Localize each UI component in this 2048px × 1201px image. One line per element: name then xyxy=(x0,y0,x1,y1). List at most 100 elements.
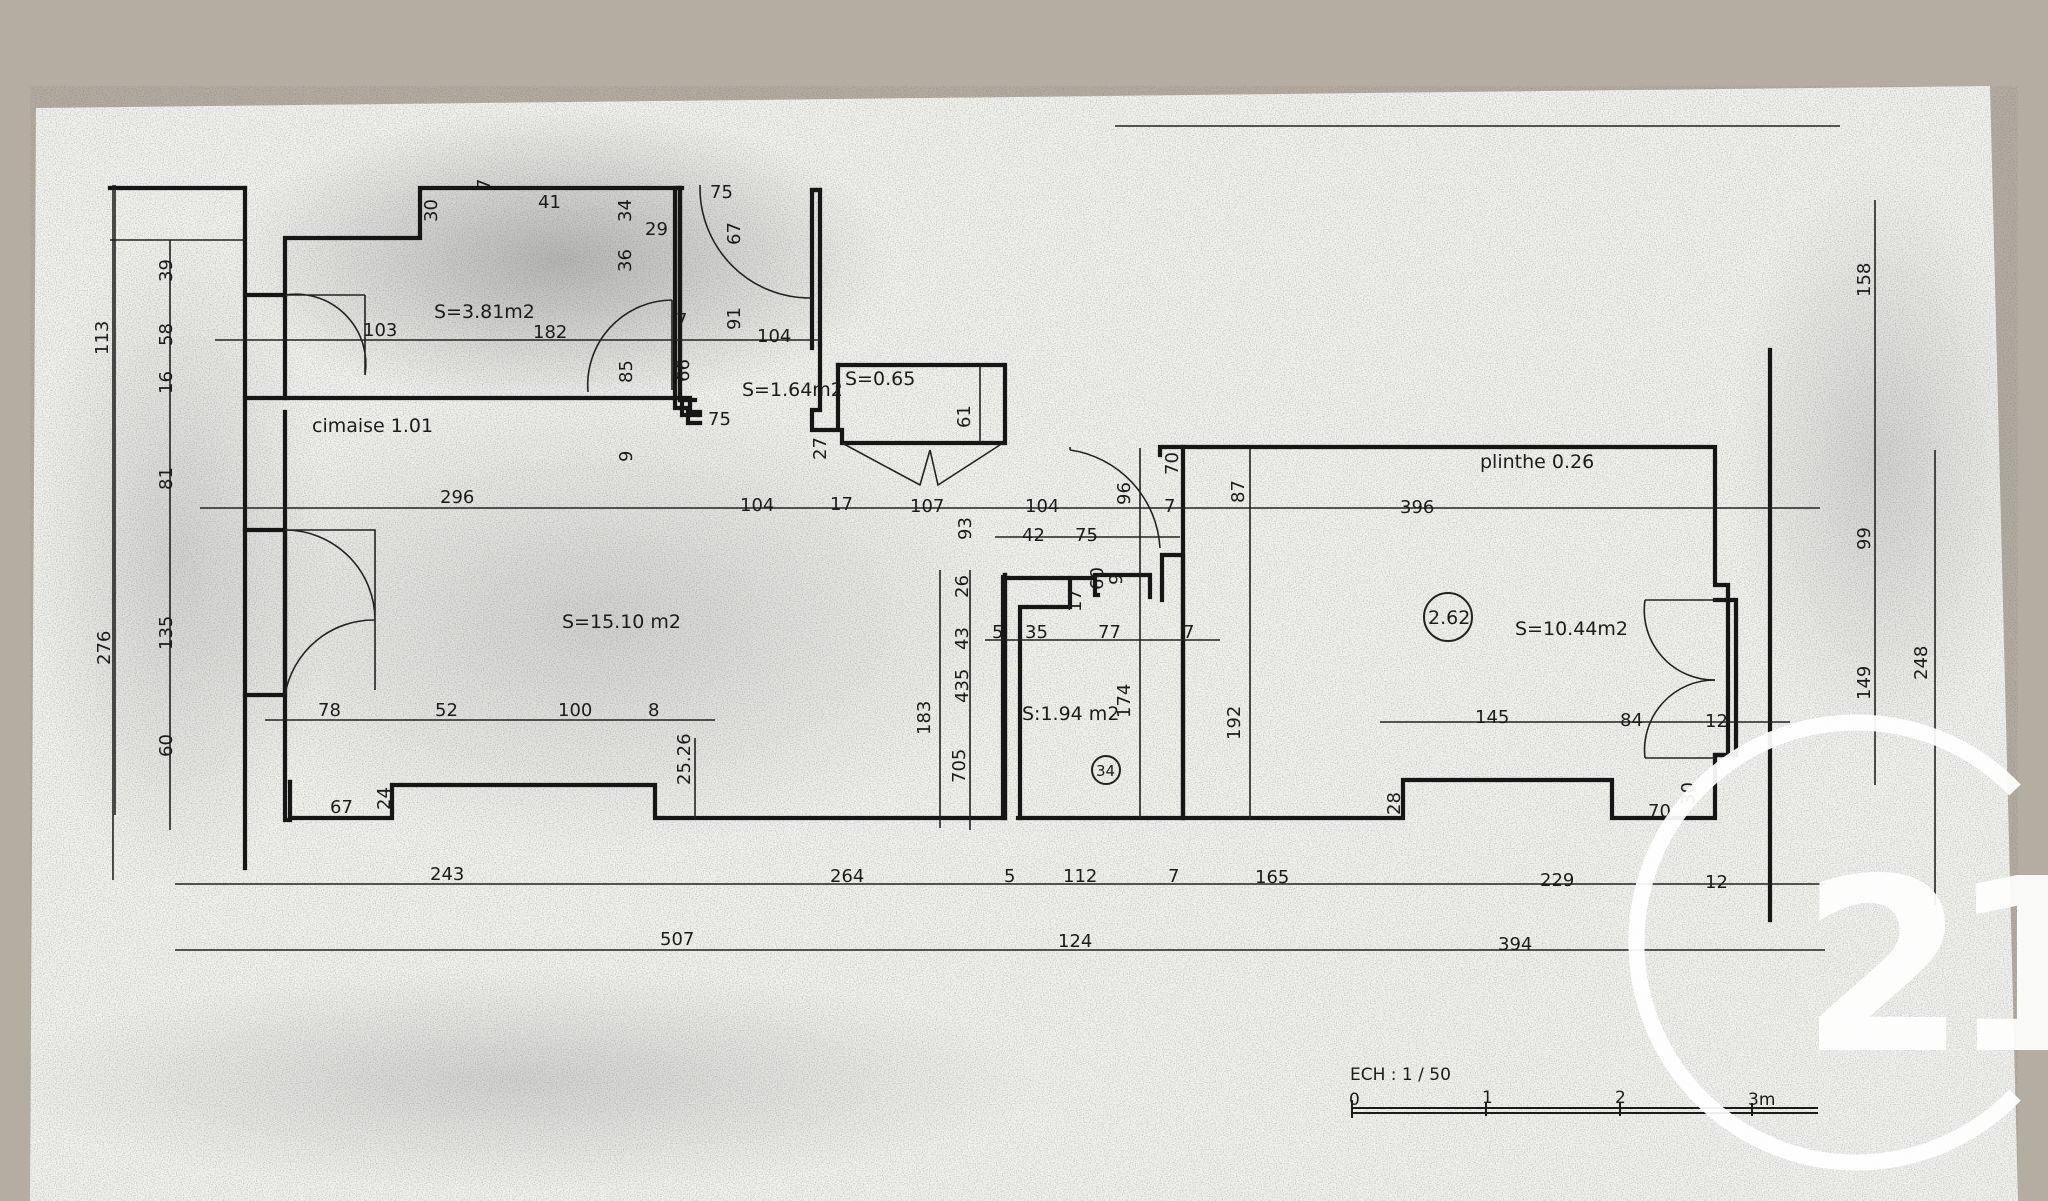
dim-label: 34 xyxy=(615,199,636,222)
photocopy-noise xyxy=(30,86,2018,1201)
door-swing-closet xyxy=(586,299,673,393)
dim-label: 77 xyxy=(1098,622,1121,643)
door-swing-main-left-1 xyxy=(284,529,376,690)
area-top-left-room: S=3.81m2 xyxy=(434,301,535,323)
dim-label: 100 xyxy=(558,700,592,721)
dim-label: 43 xyxy=(952,627,973,650)
dim-label: 192 xyxy=(1224,706,1245,740)
dim-label: 158 xyxy=(1854,263,1875,297)
dim-label: 70 xyxy=(1162,452,1183,475)
logo-text: 21 xyxy=(1800,827,2048,1107)
dim-label: 705 xyxy=(949,749,970,783)
door-swing-main-left-2 xyxy=(284,619,376,696)
right-room-top-left xyxy=(1157,444,1186,458)
dim-label: 26 xyxy=(952,575,973,598)
dim-label: 183 xyxy=(914,701,935,735)
century-21-logo-icon: 21 xyxy=(1628,714,2048,1171)
dim-label: 107 xyxy=(910,496,944,517)
corridor-wall xyxy=(677,185,703,418)
dim-label: 60 xyxy=(1087,567,1108,590)
dim-label: 276 xyxy=(94,631,115,665)
dim-label: 99 xyxy=(1854,527,1875,550)
dim-label: 507 xyxy=(660,929,694,950)
dim-label: 7 xyxy=(676,310,687,331)
door-swing-right-1 xyxy=(1643,599,1716,681)
dim-label: 16 xyxy=(156,371,177,394)
dim-label: 113 xyxy=(92,321,113,355)
dim-label: 145 xyxy=(1475,707,1509,728)
dim-label: 96 xyxy=(1114,482,1135,505)
corridor-right-wall xyxy=(809,187,823,348)
marker-right-text: 2.62 xyxy=(1428,607,1470,629)
scale-label: ECH : 1 / 50 xyxy=(1350,1065,1451,1085)
dim-label: 5 xyxy=(1004,866,1015,887)
dim-label: 243 xyxy=(430,864,464,885)
dim-label: 30 xyxy=(421,199,442,222)
dim-label: 93 xyxy=(955,517,976,540)
dim-label: 61 xyxy=(954,405,975,428)
dim-label: 9 xyxy=(1106,574,1127,585)
dimension-labels-vertical: 113 39 58 16 81 276 135 60 30 36 34 7 85… xyxy=(92,179,1932,815)
dim-label: 66 xyxy=(673,359,694,382)
dim-label: 182 xyxy=(533,322,567,343)
dim-label: 9 xyxy=(616,451,637,462)
logo-ring xyxy=(1628,714,2021,1171)
dim-label: 78 xyxy=(318,700,341,721)
door-cupboard-leaves xyxy=(841,442,1004,487)
dim-label: 165 xyxy=(1255,867,1289,888)
area-cupboard: S=0.65 xyxy=(845,368,915,390)
dim-label: 24 xyxy=(374,787,395,810)
note-cimaise: cimaise 1.01 xyxy=(312,415,433,437)
dim-label: 87 xyxy=(1228,480,1249,503)
dim-label: 17 xyxy=(830,494,853,515)
dim-label: 29 xyxy=(645,219,668,240)
door-swing-right-2 xyxy=(1643,679,1716,759)
door-swing-mid xyxy=(1069,447,1161,549)
dim-label: 229 xyxy=(1540,870,1574,891)
dim-label: 7 xyxy=(1183,622,1194,643)
scale-tick-0: 0 xyxy=(1349,1090,1360,1110)
dim-label: 149 xyxy=(1854,666,1875,700)
dim-label: 5 xyxy=(992,622,1003,643)
dimension-labels-horizontal: 103 182 104 296 104 17 107 104 42 75 396… xyxy=(318,182,1728,955)
dim-label: 35 xyxy=(1025,622,1048,643)
dim-line xyxy=(1874,200,1936,905)
dim-label: 394 xyxy=(1498,934,1532,955)
dim-label: 135 xyxy=(156,616,177,650)
room-labels: S=15.10 m2 S=3.81m2 S=1.64m2 S=0.65 S:1.… xyxy=(312,301,1628,725)
dim-label: 58 xyxy=(156,323,177,346)
right-window-frame xyxy=(1712,597,1739,758)
dim-label: 12 xyxy=(1705,872,1728,893)
dim-label: 7 xyxy=(1168,866,1179,887)
dim-label: 8 xyxy=(648,700,659,721)
dim-label: 75 xyxy=(1075,525,1098,546)
top-left-room-wall xyxy=(282,185,703,823)
marker-circle-mid xyxy=(1091,755,1121,785)
scale-tick-2: 2 xyxy=(1615,1088,1626,1108)
dim-label: 75 xyxy=(708,409,731,430)
dim-label: 435 xyxy=(952,669,973,703)
dim-line xyxy=(939,448,1251,830)
dim-label: 264 xyxy=(830,866,864,887)
cupboard-wall xyxy=(809,342,1008,446)
dim-label: 60 xyxy=(156,734,177,757)
dim-label: 396 xyxy=(1400,497,1434,518)
area-main-room: S=15.10 m2 xyxy=(562,611,681,633)
dimension-lines xyxy=(110,125,1936,951)
area-small-room: S=1.64m2 xyxy=(742,379,843,401)
dim-label: 104 xyxy=(757,326,791,347)
dim-label: 84 xyxy=(1620,710,1643,731)
marker-circle-right xyxy=(1423,592,1473,642)
main-room-bottom-wall xyxy=(287,572,1008,821)
dim-label: 36 xyxy=(615,249,636,272)
dim-label: 12 xyxy=(1705,711,1728,732)
marker-mid-text: 34 xyxy=(1096,762,1115,780)
dim-label: 27 xyxy=(810,437,831,460)
dim-label: 104 xyxy=(740,495,774,516)
dim-label: 124 xyxy=(1058,931,1092,952)
area-right-room: S=10.44m2 xyxy=(1515,618,1628,640)
scale-tick-3: 3m xyxy=(1748,1090,1775,1110)
dim-label: 103 xyxy=(363,320,397,341)
